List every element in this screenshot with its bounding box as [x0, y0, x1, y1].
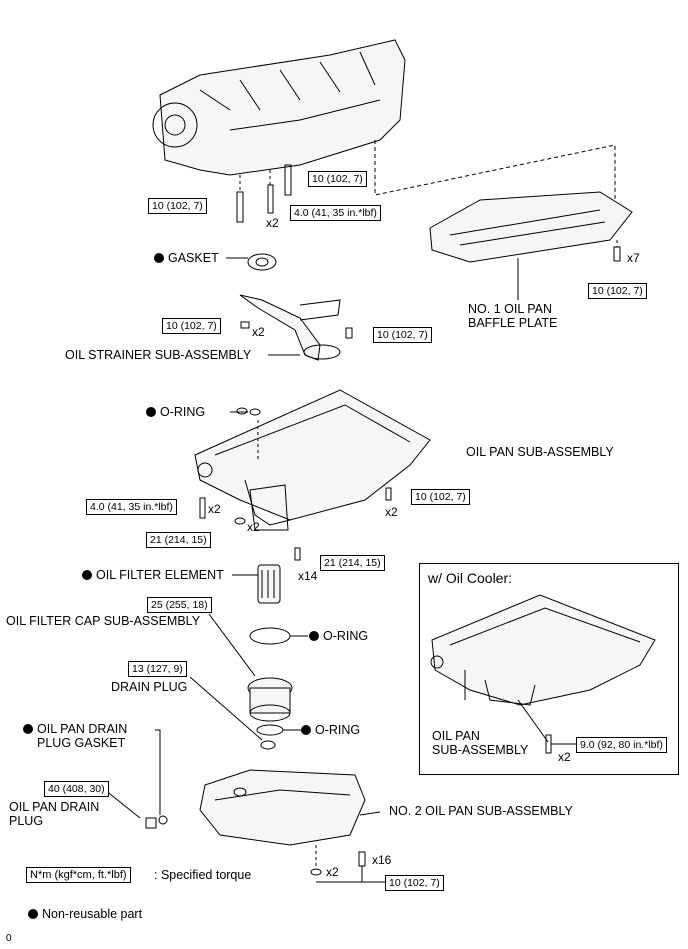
legend-torque-desc: : Specified torque — [154, 868, 252, 882]
torque-box: 10 (102, 7) — [411, 489, 470, 505]
oil-pan-drawing — [194, 389, 431, 561]
no2-oil-pan-label: NO. 2 OIL PAN SUB-ASSEMBLY — [389, 804, 573, 818]
oil-filter-cap-drawing — [189, 613, 308, 750]
torque-box: 13 (127, 9) — [128, 661, 187, 677]
inset-pan-label-line2: SUB-ASSEMBLY — [432, 743, 529, 757]
quantity-label: x2 — [247, 520, 260, 534]
quantity-label: x2 — [326, 865, 339, 879]
torque-box: 40 (408, 30) — [44, 781, 109, 797]
oil-pan-drain-plug-label-line2: PLUG — [9, 814, 44, 828]
non-reusable-dot-icon — [82, 570, 92, 580]
torque-box: 10 (102, 7) — [162, 318, 221, 334]
quantity-label: x16 — [372, 853, 392, 867]
gasket-label: GASKET — [154, 251, 219, 265]
non-reusable-dot-icon — [146, 407, 156, 417]
torque-box: 9.0 (92, 80 in.*lbf) — [576, 737, 667, 753]
inset-pan-label-line1: OIL PAN — [432, 729, 480, 743]
quantity-label: x2 — [558, 750, 571, 764]
drain-plug-label: DRAIN PLUG — [111, 680, 188, 694]
torque-box: 10 (102, 7) — [373, 327, 432, 343]
drain-gasket-label-line1: OIL PAN DRAIN — [23, 722, 127, 736]
legend-nonreusable: Non-reusable part — [28, 907, 142, 921]
o-ring-top-label: O-RING — [146, 405, 205, 419]
oil-cooler-inset: w/ Oil Cooler: — [419, 563, 679, 775]
gasket-drawing — [226, 253, 277, 271]
torque-box: 10 (102, 7) — [148, 198, 207, 214]
non-reusable-dot-icon — [154, 253, 164, 263]
quantity-label: x2 — [385, 505, 398, 519]
oil-strainer-label: OIL STRAINER SUB-ASSEMBLY — [65, 348, 252, 362]
non-reusable-dot-icon — [309, 631, 319, 641]
oil-pan-sub-label: OIL PAN SUB-ASSEMBLY — [466, 445, 614, 459]
quantity-label: x2 — [252, 325, 265, 339]
baffle-plate-label-line2: BAFFLE PLATE — [468, 316, 558, 330]
torque-box: 10 (102, 7) — [308, 171, 367, 187]
torque-box: 25 (255, 18) — [147, 597, 212, 613]
non-reusable-dot-icon — [301, 725, 311, 735]
drain-gasket-label-line2: PLUG GASKET — [37, 736, 126, 750]
oil-filter-cap-label: OIL FILTER CAP SUB-ASSEMBLY — [6, 614, 201, 628]
no2-oil-pan-drawing — [199, 769, 385, 883]
inset-oil-pan-drawing — [430, 594, 656, 754]
quantity-label: x7 — [627, 251, 640, 265]
torque-box: 21 (214, 15) — [146, 532, 211, 548]
o-ring-low-label: O-RING — [301, 723, 360, 737]
torque-box: 10 (102, 7) — [588, 283, 647, 299]
block-bolts-drawing — [236, 164, 292, 223]
quantity-label: x2 — [208, 502, 221, 516]
inset-title: w/ Oil Cooler: — [428, 570, 513, 586]
baffle-plate-drawing — [429, 191, 633, 300]
oil-strainer-drawing — [239, 294, 353, 361]
legend-torque-unit: N*m (kgf*cm, ft.*lbf) — [26, 867, 131, 883]
torque-box: 4.0 (41, 35 in.*lbf) — [86, 499, 177, 515]
torque-box: 21 (214, 15) — [320, 555, 385, 571]
engine-block-drawing — [152, 39, 406, 176]
o-ring-mid-label: O-RING — [309, 629, 368, 643]
oil-filter-element-label: OIL FILTER ELEMENT — [82, 568, 224, 582]
torque-box: 4.0 (41, 35 in.*lbf) — [290, 205, 381, 221]
oil-filter-element-drawing — [232, 564, 281, 604]
oil-pan-drain-plug-label-line1: OIL PAN DRAIN — [9, 800, 100, 814]
quantity-label: x2 — [266, 216, 279, 230]
torque-box: 10 (102, 7) — [385, 875, 444, 891]
non-reusable-dot-icon — [23, 724, 33, 734]
baffle-plate-label-line1: NO. 1 OIL PAN — [468, 302, 553, 316]
quantity-label: x14 — [298, 569, 318, 583]
figure-id: 0 — [6, 933, 12, 944]
non-reusable-dot-icon — [28, 909, 38, 919]
o-ring-mid-drawing — [249, 627, 291, 645]
